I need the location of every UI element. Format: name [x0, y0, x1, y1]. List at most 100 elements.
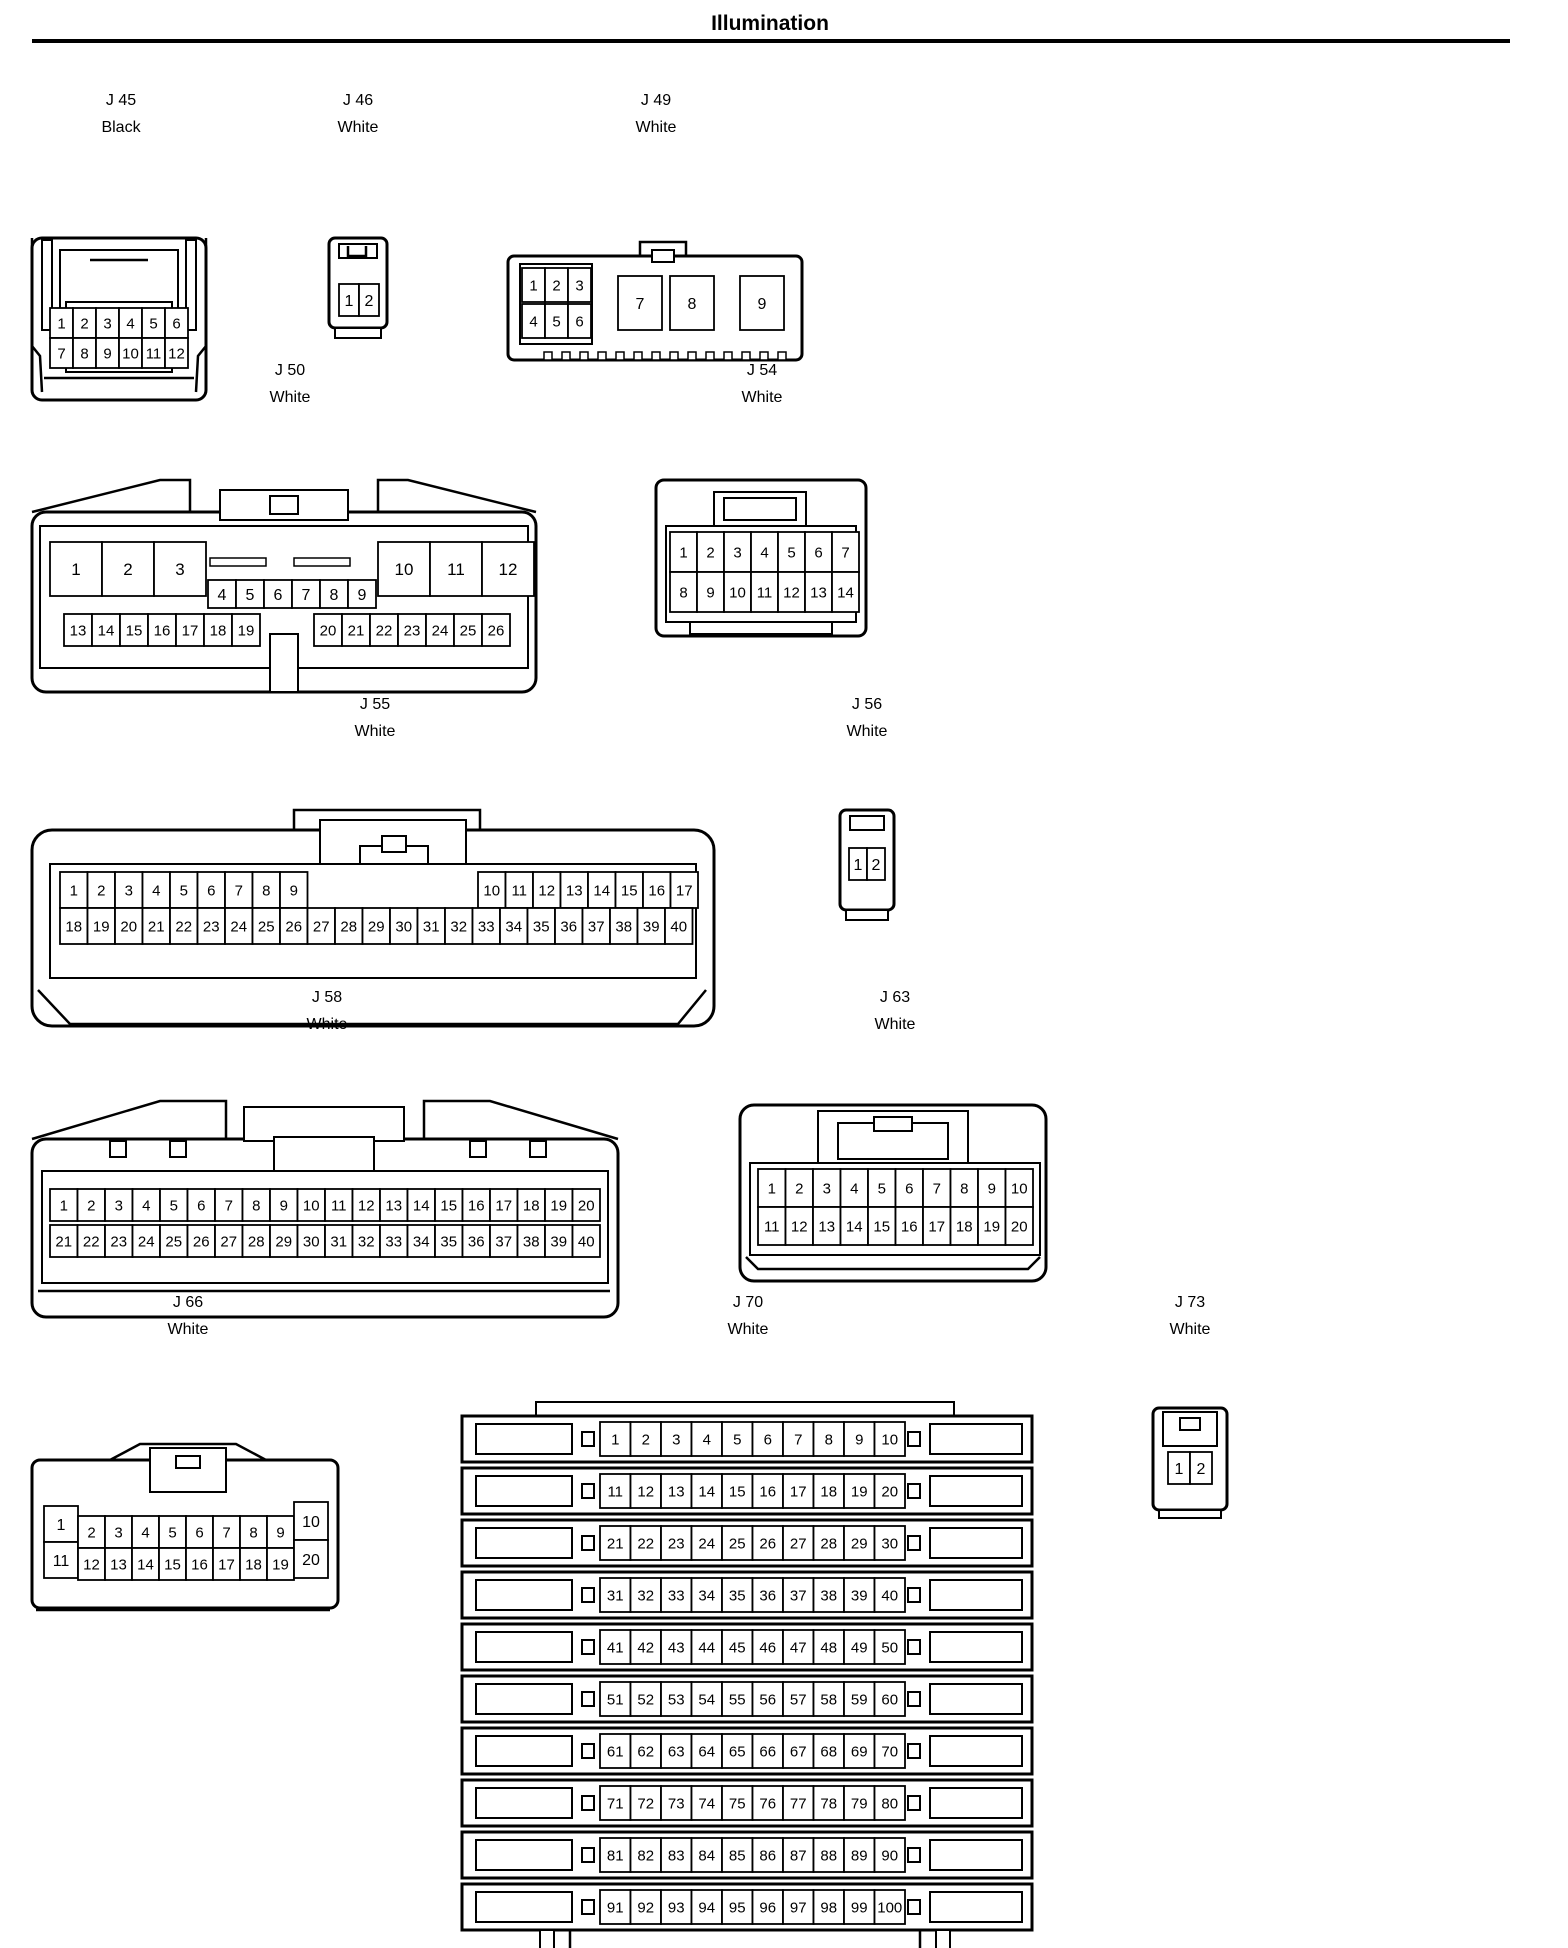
pin-label: 82	[637, 1847, 654, 1864]
pin-cell	[721, 1525, 754, 1561]
pin: 100	[873, 1889, 906, 1925]
pin: 3	[153, 541, 207, 597]
pin: 15	[434, 1188, 464, 1222]
pin: 7	[922, 1168, 952, 1208]
pin: 18	[239, 1547, 268, 1581]
housing-detail	[581, 1691, 595, 1707]
pin-label: 47	[790, 1639, 807, 1656]
pin-cell	[1189, 1451, 1213, 1485]
pin: 2	[86, 871, 116, 909]
pin: 91	[599, 1889, 632, 1925]
pin-cell	[224, 907, 254, 945]
pin: 10	[377, 541, 431, 597]
pin-label: 1	[1175, 1461, 1184, 1478]
housing-detail	[929, 1839, 1023, 1871]
pin-label: 94	[698, 1899, 715, 1916]
pin-cell	[843, 1837, 876, 1873]
pin-label: 13	[385, 1197, 402, 1214]
pin: 5	[721, 1421, 754, 1457]
pin-label: 10	[881, 1431, 898, 1448]
pin-label: 84	[698, 1847, 715, 1864]
connector-id: J 45	[105, 92, 137, 109]
pin: 23	[660, 1525, 693, 1561]
pin: 94	[690, 1889, 723, 1925]
pin: 10	[1004, 1168, 1034, 1208]
pin-label: 7	[302, 587, 311, 604]
housing-detail	[561, 351, 571, 361]
pin: 8	[812, 1421, 845, 1457]
pin-label: 4	[529, 313, 537, 330]
pin: 18	[203, 613, 233, 647]
pin: 68	[812, 1733, 845, 1769]
pin: 32	[629, 1577, 662, 1613]
housing-detail	[651, 249, 675, 263]
housing-detail	[535, 1401, 955, 1417]
pin: 17	[922, 1206, 952, 1246]
pin: 6	[196, 871, 226, 909]
pin-cell	[532, 871, 562, 909]
pin: 36	[751, 1577, 784, 1613]
pin-label: 19	[93, 918, 110, 935]
pin-cell	[751, 1785, 784, 1821]
housing-detail	[194, 238, 208, 393]
pin-label: 90	[881, 1847, 898, 1864]
pin-label: 98	[820, 1899, 837, 1916]
pin: 15	[119, 613, 149, 647]
housing-detail	[581, 1483, 595, 1499]
pin-cell	[873, 1421, 906, 1457]
pin-label: 20	[120, 918, 137, 935]
pin-label: 2	[80, 315, 88, 332]
pin: 15	[614, 871, 644, 909]
pin-cell	[104, 1515, 133, 1549]
pin: 7	[617, 275, 663, 331]
pin: 19	[231, 613, 261, 647]
pin-label: 65	[729, 1743, 746, 1760]
pin: 67	[782, 1733, 815, 1769]
pin-label: 21	[348, 622, 365, 639]
housing-detail	[109, 1442, 267, 1462]
pin: 24	[224, 907, 254, 945]
pin: 4	[839, 1168, 869, 1208]
pin-cell	[104, 1224, 134, 1258]
pin-label: 27	[790, 1535, 807, 1552]
pin: 16	[147, 613, 177, 647]
pin: 4	[521, 303, 546, 339]
pin-label: 20	[302, 1552, 320, 1569]
connector-color: White	[337, 119, 379, 136]
pin-cell	[843, 1421, 876, 1457]
pin: 10	[296, 1188, 326, 1222]
pin: 6	[751, 1421, 784, 1457]
housing-detail	[269, 633, 299, 693]
pin-label: 36	[468, 1233, 485, 1250]
pin-label: 29	[275, 1233, 292, 1250]
pin: 20	[1004, 1206, 1034, 1246]
pin: 21	[49, 1224, 79, 1258]
pin-cell	[751, 1577, 784, 1613]
connector-color: White	[1169, 1321, 1211, 1338]
pin: 9	[279, 871, 309, 909]
pin: 35	[434, 1224, 464, 1258]
pin-label: 27	[313, 918, 330, 935]
housing-detail	[745, 1256, 1041, 1271]
pin-cell	[831, 571, 860, 613]
pin-label: 8	[262, 882, 270, 899]
pin-label: 36	[560, 918, 577, 935]
pin-cell	[757, 1206, 787, 1246]
housing-detail	[687, 351, 697, 361]
pin-cell	[782, 1733, 815, 1769]
housing-detail	[907, 1899, 921, 1915]
pin: 86	[751, 1837, 784, 1873]
pin: 11	[141, 337, 166, 369]
pin: 14	[587, 871, 617, 909]
pin-cell	[567, 303, 592, 339]
housing-detail	[929, 1527, 1023, 1559]
pin-cell	[49, 541, 103, 597]
pin: 8	[251, 871, 281, 909]
pin: 40	[571, 1224, 601, 1258]
pin-cell	[782, 1525, 815, 1561]
pin-label: 2	[365, 293, 374, 310]
pin-label: 9	[988, 1180, 996, 1197]
pin-label: 6	[195, 1524, 203, 1541]
